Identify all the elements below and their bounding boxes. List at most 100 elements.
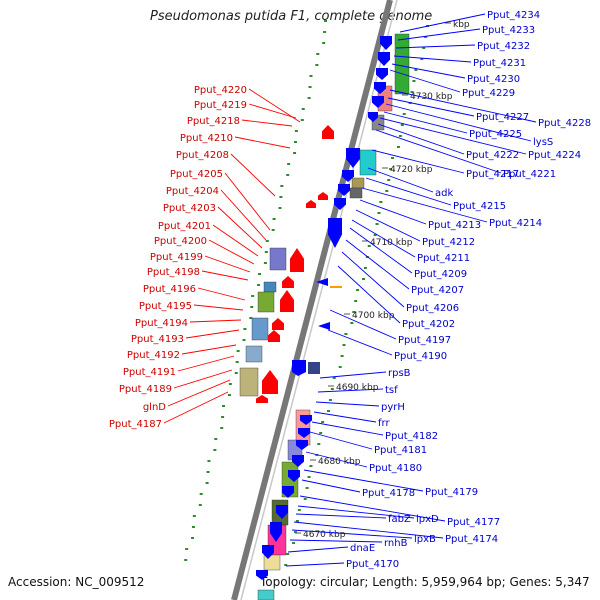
gc-dot-right bbox=[373, 234, 377, 236]
gc-dot-left bbox=[206, 471, 210, 473]
left-gene-leader-line bbox=[204, 255, 251, 273]
gc-dot-left bbox=[287, 163, 291, 165]
reverse-gene-arrow bbox=[300, 415, 312, 425]
right-gene-label: Pput_4217 bbox=[466, 169, 519, 180]
gc-dot-right bbox=[356, 289, 360, 291]
left-gene-label: Pput_4219 bbox=[194, 100, 247, 111]
gc-dot-left bbox=[322, 42, 326, 44]
gc-dot-right bbox=[379, 201, 383, 203]
left-gene-label: Pput_4199 bbox=[150, 252, 203, 263]
left-gene-leader-line bbox=[208, 239, 255, 265]
gc-dot-right bbox=[332, 377, 336, 379]
right-gene-label: Pput_4233 bbox=[482, 25, 535, 36]
right-gene-label: Pput_4182 bbox=[385, 431, 438, 442]
right-gene-label: adk bbox=[435, 188, 453, 199]
left-gene-label: Pput_4192 bbox=[127, 350, 180, 361]
left-gene-leader-line bbox=[197, 287, 246, 301]
left-gene-leader-line bbox=[177, 355, 235, 372]
left-gene-label: Pput_4194 bbox=[135, 318, 188, 329]
gc-dot-left bbox=[191, 537, 195, 539]
right-gene-leader-line bbox=[385, 103, 532, 142]
right-gene-label: Pput_4202 bbox=[402, 319, 455, 330]
forward-gene-arrow bbox=[280, 290, 294, 312]
gc-dot-right bbox=[367, 245, 371, 247]
right-gene-label: Pput_4232 bbox=[477, 41, 530, 52]
gc-dot-left bbox=[236, 350, 240, 352]
left-gene-label: Pput_4193 bbox=[131, 334, 184, 345]
left-gene-label: Pput_4205 bbox=[170, 169, 223, 180]
left-gene-label: Pput_4200 bbox=[154, 236, 207, 247]
gc-dot-right bbox=[327, 410, 331, 412]
gc-dot-right bbox=[330, 388, 334, 390]
gc-dot-right bbox=[412, 80, 416, 82]
feature-block bbox=[257, 589, 275, 600]
right-gene-label: Pput_4179 bbox=[425, 487, 478, 498]
right-gene-label: Pput_4190 bbox=[394, 351, 447, 362]
reverse-gene-arrow bbox=[334, 198, 346, 210]
right-gene-leader-line bbox=[341, 251, 405, 308]
gc-dot-right bbox=[414, 69, 418, 71]
gc-dot-right bbox=[303, 498, 307, 500]
gc-dot-left bbox=[263, 262, 267, 264]
right-gene-label: Pput_4229 bbox=[462, 88, 515, 99]
gc-dot-right bbox=[424, 36, 428, 38]
right-gene-leader-line bbox=[355, 209, 421, 242]
left-gene-label: Pput_4208 bbox=[176, 150, 229, 161]
right-gene-leader-line bbox=[399, 13, 486, 33]
right-gene-leader-line bbox=[301, 479, 361, 493]
gc-dot-left bbox=[234, 372, 238, 374]
left-gene-leader-line bbox=[248, 103, 297, 119]
left-gene-leader-line bbox=[189, 319, 242, 323]
gc-dot-left bbox=[279, 196, 283, 198]
feature-block bbox=[257, 291, 275, 313]
gc-dot-right bbox=[352, 311, 356, 313]
gc-dot-right bbox=[398, 135, 402, 137]
left-gene-label: Pput_4220 bbox=[194, 85, 247, 96]
gene-tick-mark bbox=[330, 286, 342, 288]
gc-dot-left bbox=[250, 306, 254, 308]
reverse-gene-arrow bbox=[318, 322, 330, 330]
topology-summary: Topology: circular; Length: 5,959,964 bp… bbox=[260, 575, 590, 589]
forward-gene-arrow bbox=[290, 248, 304, 272]
gc-dot-right bbox=[338, 366, 342, 368]
right-gene-leader-line bbox=[375, 129, 502, 174]
left-gene-label: Pput_4218 bbox=[187, 116, 240, 127]
gc-dot-left bbox=[242, 339, 246, 341]
gc-dot-right bbox=[284, 564, 288, 566]
right-gene-label: Pput_4180 bbox=[369, 463, 422, 474]
right-gene-label: Pput_4221 bbox=[503, 169, 556, 180]
gc-dot-right bbox=[422, 47, 426, 49]
right-gene-label: lysS bbox=[533, 137, 553, 148]
gc-dot-left bbox=[309, 75, 313, 77]
right-gene-label: tsf bbox=[385, 385, 398, 396]
gc-dot-right bbox=[396, 146, 400, 148]
reverse-gene-arrow bbox=[316, 278, 328, 286]
gc-dot-left bbox=[220, 427, 224, 429]
right-gene-leader-line bbox=[345, 239, 410, 290]
reverse-gene-arrow bbox=[380, 36, 392, 50]
gc-dot-right bbox=[340, 355, 344, 357]
left-gene-leader-line bbox=[193, 304, 244, 311]
left-gene-labels: Pput_4220Pput_4219Pput_4218Pput_4210Pput… bbox=[109, 85, 301, 430]
gc-dot-right bbox=[292, 542, 296, 544]
reverse-gene-arrow bbox=[288, 470, 300, 482]
gc-dot-right bbox=[402, 113, 406, 115]
gc-dot-left bbox=[264, 251, 268, 253]
right-gene-leader-line bbox=[389, 89, 537, 123]
gc-dot-left bbox=[198, 504, 202, 506]
gc-dot-right bbox=[420, 58, 424, 60]
left-gene-leader-line bbox=[163, 391, 229, 424]
right-gene-leader-line bbox=[377, 123, 465, 155]
forward-gene-arrow bbox=[318, 192, 328, 200]
reverse-gene-arrow bbox=[276, 505, 288, 519]
gc-dot-left bbox=[251, 295, 255, 297]
kbp-tick-label: 4680 kbp bbox=[318, 457, 361, 467]
gc-dot-left bbox=[271, 229, 275, 231]
right-gene-label: Pput_4209 bbox=[414, 269, 467, 280]
left-gene-leader-line bbox=[234, 136, 291, 149]
left-gene-label: Pput_4201 bbox=[158, 221, 211, 232]
gc-dot-left bbox=[301, 108, 305, 110]
kbp-tick-label: 4720 kbp bbox=[390, 165, 433, 175]
right-gene-leader-line bbox=[291, 529, 413, 539]
